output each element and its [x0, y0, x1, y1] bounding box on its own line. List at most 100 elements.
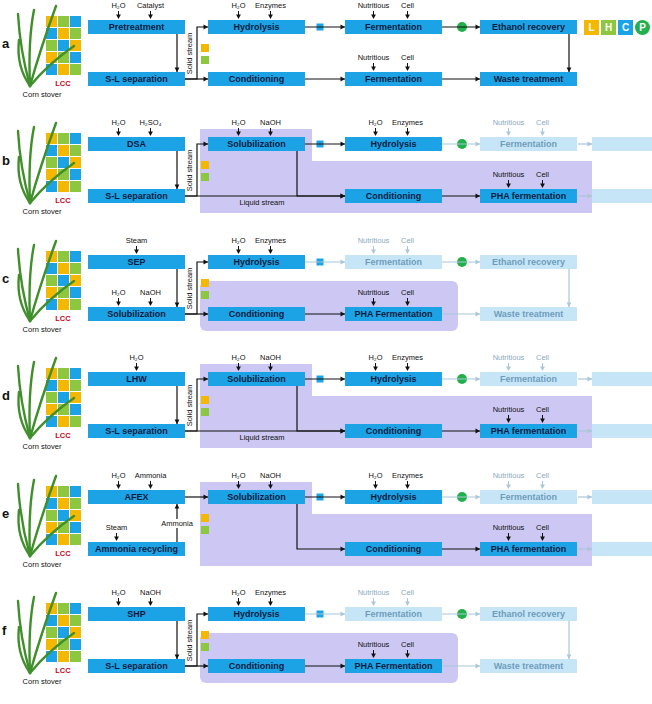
process-box: PHA fermentation [480, 189, 577, 203]
input-label: H₂O [111, 588, 125, 597]
box-label: S-L separation [105, 661, 167, 672]
flow-line [442, 261, 480, 262]
arrow-head [371, 602, 376, 607]
process-box: Conditioning [208, 72, 305, 86]
input-label: H₂O [231, 353, 245, 362]
process-box: Solubilization [208, 372, 305, 386]
arrow-head [371, 67, 376, 72]
stream-label: Solid stream [186, 267, 195, 309]
box-label: Hydrolysis [233, 257, 279, 268]
flow-arrow [567, 621, 572, 659]
arrow-head [405, 367, 410, 372]
corn-leaf [18, 484, 30, 556]
corn-leaf [30, 123, 56, 203]
input-label: Nutritious [493, 471, 525, 480]
flow-arrow [305, 664, 345, 669]
arrow-head [506, 367, 511, 372]
process-box: Conditioning [345, 189, 442, 203]
flow-line [176, 386, 177, 424]
arrow-head [236, 15, 241, 20]
lcc-block [58, 416, 69, 427]
flow-line [297, 504, 345, 549]
process-box: SHP [88, 607, 185, 621]
legend-swatch: P [635, 20, 650, 35]
stream-label: Liquid stream [239, 198, 284, 207]
arrow-head [148, 15, 153, 20]
arrow-head [506, 132, 511, 137]
arrow-head [268, 602, 273, 607]
stream-marker [201, 643, 209, 651]
legend-label: C [622, 22, 629, 33]
arrow-head [148, 302, 153, 307]
arrow-head [148, 132, 153, 137]
arrow-head [373, 132, 378, 137]
flow-line [305, 313, 345, 314]
input-label: Enzymes [255, 1, 286, 10]
lcc-block [46, 40, 57, 51]
stream-marker [201, 291, 209, 299]
lcc-block [58, 263, 69, 274]
box-label: Fermentation [500, 374, 557, 385]
input-label: Nutritious [493, 523, 525, 532]
lcc-block [70, 287, 81, 298]
lcc-block [58, 299, 69, 310]
lcc-block [46, 392, 57, 403]
corn-leaf [18, 249, 30, 321]
box-label: Solubilization [107, 309, 166, 320]
lcc-block [58, 498, 69, 509]
box-label: Fermentation [500, 492, 557, 503]
arrow-head [540, 537, 545, 542]
arrow-head [405, 485, 410, 490]
flow-arrow [175, 34, 180, 72]
box-label: Waste treatment [494, 661, 564, 672]
process-box: PHA Fermentation [345, 307, 442, 321]
box-label: Fermentation [365, 22, 422, 33]
box-label: Hydrolysis [233, 609, 279, 620]
flow-line [305, 78, 345, 79]
corn-leaf [30, 593, 56, 673]
input-label: Nutritious [493, 170, 525, 179]
arrow-head [371, 302, 376, 307]
box-label: Hydrolysis [233, 22, 279, 33]
arrow-head [405, 250, 410, 255]
arrow-head [236, 367, 241, 372]
input-label: H₂O [231, 236, 245, 245]
arrow-head [540, 419, 545, 424]
panel-letter: c [2, 271, 9, 286]
stream-marker [201, 44, 209, 52]
lcc-block [70, 603, 81, 614]
lcc-block [46, 157, 57, 168]
corn-leaf [30, 362, 35, 438]
stream-marker [201, 526, 209, 534]
lcc-block [70, 651, 81, 662]
process-box: Ethanol recovery [480, 255, 577, 269]
box-label: Fermentation [365, 257, 422, 268]
input-label: Ammonia [135, 471, 167, 480]
flow-arrow [175, 621, 180, 659]
lcc-block [58, 181, 69, 192]
faded-box [592, 424, 652, 438]
lcc-block [58, 64, 69, 75]
flow-arrow [442, 77, 480, 82]
stream-marker [201, 408, 209, 416]
lcc-block [70, 52, 81, 63]
lcc-block [70, 275, 81, 286]
arrow-head [506, 184, 511, 189]
plant-label: Corn stover [23, 560, 62, 569]
flow-line [442, 496, 480, 497]
lcc-block [58, 28, 69, 39]
box-label: Fermentation [365, 609, 422, 620]
flow-arrow [297, 151, 345, 198]
input-label: Enzymes [392, 118, 423, 127]
flow-line [185, 614, 208, 666]
flow-arrow [442, 194, 480, 199]
arrow-head [236, 250, 241, 255]
edge-label: Ammonia [160, 519, 194, 528]
arrow-head [506, 485, 511, 490]
input-label: Nutritious [493, 405, 525, 414]
faded-box [592, 542, 652, 556]
corn-leaf [18, 392, 30, 438]
input-label: Enzymes [392, 353, 423, 362]
flow-arrow [185, 664, 208, 669]
